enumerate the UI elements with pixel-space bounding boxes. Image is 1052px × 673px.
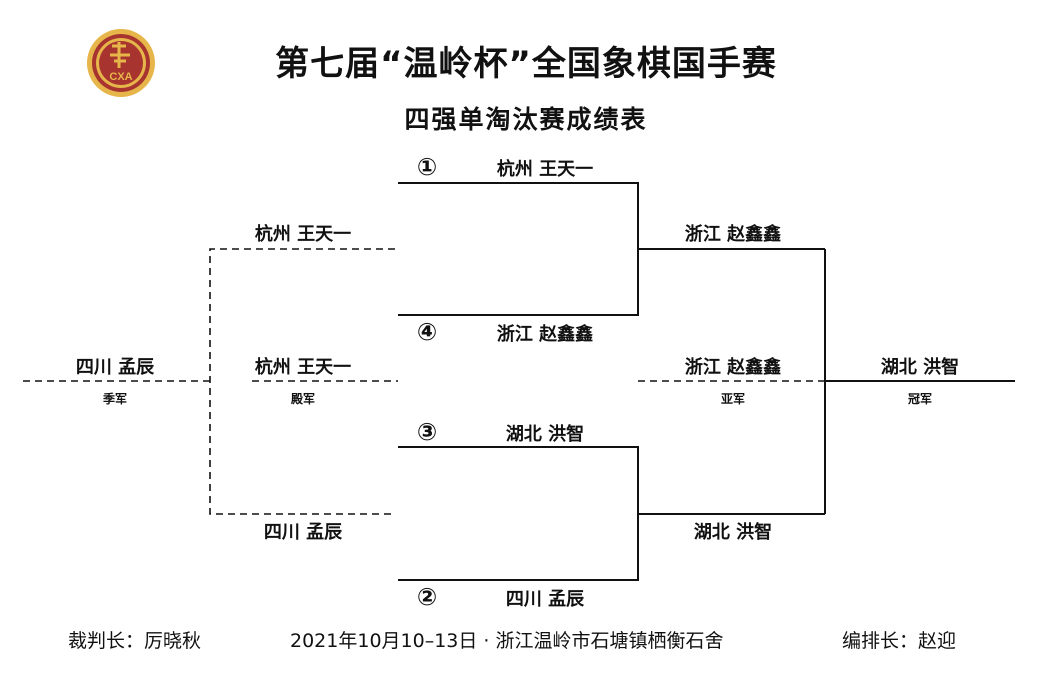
final-lower-winner: 湖北 洪智 — [693, 522, 773, 543]
third-place-upper: 杭州 王天一 — [254, 224, 352, 245]
fourth-place-name: 杭州 王天一 — [254, 357, 352, 378]
lower-semifinal-bracket — [398, 446, 639, 581]
scheduler: 编排长：赵迎 — [842, 630, 957, 652]
seed-2: ② — [416, 583, 438, 611]
third-place-label: 季军 — [102, 392, 127, 406]
seed-3: ③ — [416, 418, 438, 446]
date-place: 2021年10月10–13日 · 浙江温岭市石塘镇栖衡石舍 — [290, 630, 724, 652]
chief-referee: 裁判长：厉晓秋 — [68, 630, 202, 652]
seed-1: ① — [416, 153, 438, 181]
runner-up-name: 浙江 赵鑫鑫 — [684, 357, 782, 378]
player-seed-2: 四川 孟辰 — [505, 589, 585, 610]
runner-up-label: 亚军 — [720, 392, 745, 406]
third-place-lower: 四川 孟辰 — [263, 522, 343, 543]
final-upper-winner: 浙江 赵鑫鑫 — [684, 224, 782, 245]
player-seed-4: 浙江 赵鑫鑫 — [496, 324, 594, 345]
player-seed-1: 杭州 王天一 — [496, 159, 594, 180]
upper-semifinal-bracket — [398, 182, 639, 316]
fourth-place-label: 殿军 — [290, 392, 315, 406]
page-title: 第七届“温岭杯”全国象棋国手赛 — [275, 44, 777, 84]
logo-text: CXA — [109, 71, 132, 83]
champion-label: 冠军 — [907, 392, 932, 406]
third-place-name: 四川 孟辰 — [75, 357, 155, 378]
champion-name: 湖北 洪智 — [880, 357, 960, 378]
player-seed-3: 湖北 洪智 — [505, 424, 585, 445]
cxa-emblem-icon: CXA — [86, 28, 156, 98]
seed-4: ④ — [416, 318, 438, 346]
page-subtitle: 四强单淘汰赛成绩表 — [404, 105, 648, 134]
